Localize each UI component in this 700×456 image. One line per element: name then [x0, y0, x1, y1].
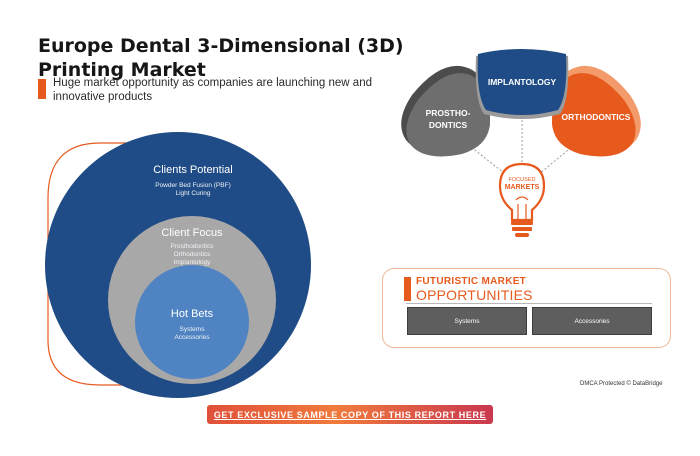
- implantology-label: IMPLANTOLOGY: [488, 77, 557, 87]
- connector-line: [461, 139, 514, 181]
- focused-markets-label: MARKETS: [505, 184, 540, 191]
- futuristic-divider: [406, 303, 652, 304]
- hot-bets-item: Accessories: [174, 334, 210, 341]
- market-circles-diagram: [45, 132, 311, 398]
- clients-potential-title: Clients Potential: [153, 164, 233, 176]
- prosthodontics-label: PROSTHO-: [426, 108, 471, 118]
- dmca-notice: DMCA Protected © DataBridge: [580, 381, 663, 387]
- futuristic-title: FUTURISTIC MARKET: [416, 276, 527, 287]
- clients-potential-item: Powder Bed Fusion (PBF): [155, 182, 231, 189]
- clients-potential-item: Light Curing: [175, 190, 211, 197]
- orthodontics-petal: [552, 73, 636, 157]
- client-focus-title: Client Focus: [161, 227, 223, 239]
- prosthodontics-petal: [406, 73, 490, 157]
- hot-bets-item: Systems: [179, 326, 205, 333]
- lightbulb-icon: [498, 162, 546, 237]
- client-focus-item: Implantology: [173, 259, 211, 266]
- opportunity-systems: Systems: [407, 307, 527, 335]
- focused-markets-label: FOCUSED: [509, 177, 536, 183]
- page-subtitle: Huge market opportunity as companies are…: [53, 77, 372, 103]
- page-title: Europe Dental 3-Dimensional (3D) Printin…: [38, 35, 404, 81]
- prosthodontics-label: DONTICS: [429, 120, 468, 130]
- hot-bets-circle: [135, 265, 249, 379]
- focused-markets-diagram: PROSTHO- DONTICS IMPLANTOLOGY ORTHODONTI…: [401, 49, 641, 237]
- orthodontics-label: ORTHODONTICS: [562, 112, 631, 122]
- client-focus-item: Prosthodontics: [170, 243, 214, 250]
- hot-bets-title: Hot Bets: [170, 308, 214, 320]
- client-focus-item: Orthodontics: [173, 251, 211, 258]
- subtitle-accent-bar: [38, 79, 46, 99]
- futuristic-subtitle: OPPORTUNITIES: [416, 287, 533, 303]
- sample-copy-button[interactable]: GET EXCLUSIVE SAMPLE COPY OF THIS REPORT…: [207, 405, 493, 424]
- opportunity-accessories: Accessories: [532, 307, 652, 335]
- client-focus-block: Client Focus Prosthodontics Orthodontics…: [137, 227, 247, 267]
- futuristic-accent-bar: [404, 277, 411, 301]
- implantology-petal: [477, 49, 567, 115]
- hot-bets-block: Hot Bets Systems Accessories: [152, 308, 232, 342]
- clients-potential-block: Clients Potential Powder Bed Fusion (PBF…: [128, 164, 258, 198]
